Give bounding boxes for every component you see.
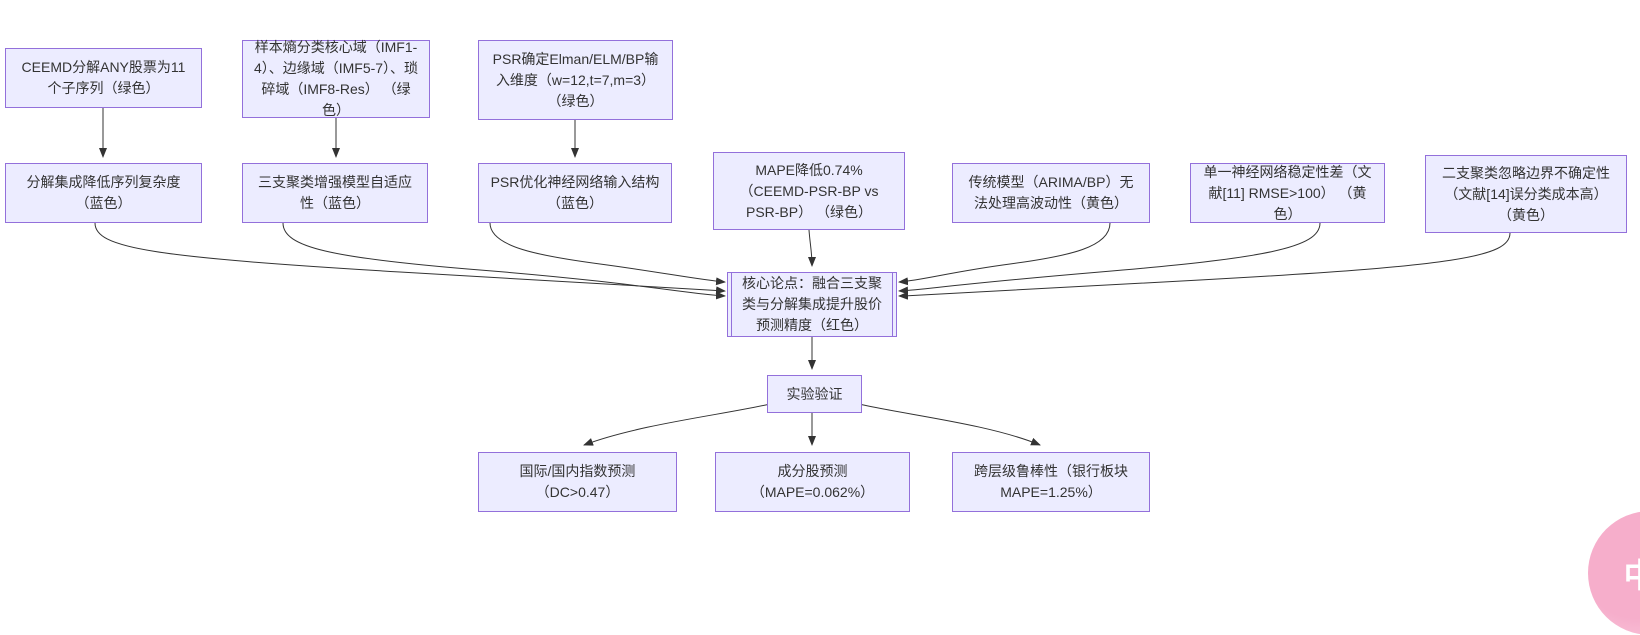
node-label: 国际/国内指数预测（DC>0.47） xyxy=(519,463,636,500)
node-single-nn-instability: 单一神经网络稳定性差（文献[11] RMSE>100） （黄色） xyxy=(1190,163,1385,223)
edge-b2-core xyxy=(282,222,726,300)
node-label: CEEMD分解ANY股票为11个子序列（绿色） xyxy=(21,59,186,96)
node-core-thesis: 核心论点：融合三支聚类与分解集成提升股价预测精度（红色） xyxy=(727,272,897,337)
node-label: 样本熵分类核心域（IMF1-4）、边缘域（IMF5-7）、琐碎域（IMF8-Re… xyxy=(253,39,419,118)
node-label: 分解集成降低序列复杂度（蓝色） xyxy=(26,174,181,211)
node-ceemd-decomposition: CEEMD分解ANY股票为11个子序列（绿色） xyxy=(5,48,202,108)
node-label: PSR优化神经网络输入结构（蓝色） xyxy=(490,174,660,211)
node-constituent-stock-prediction: 成分股预测（MAPE=0.062%） xyxy=(715,452,910,512)
node-experimental-validation: 实验验证 xyxy=(767,375,862,413)
node-psr-input-dimension: PSR确定Elman/ELM/BP输入维度（w=12,t=7,m=3） （绿色） xyxy=(478,40,673,120)
node-label: 核心论点：融合三支聚类与分解集成提升股价预测精度（红色） xyxy=(742,275,882,333)
node-label: 跨层级鲁棒性（银行板块MAPE=1.25%） xyxy=(974,463,1128,500)
edge-b3-core xyxy=(489,222,726,286)
node-traditional-model-limitation: 传统模型（ARIMA/BP）无法处理高波动性（黄色） xyxy=(952,163,1150,223)
edge-b5-core xyxy=(898,222,1111,286)
node-label: 传统模型（ARIMA/BP）无法处理高波动性（黄色） xyxy=(968,174,1134,211)
edge-b4-core xyxy=(807,229,816,267)
node-cross-level-robustness: 跨层级鲁棒性（银行板块MAPE=1.25%） xyxy=(952,452,1150,512)
node-label: 成分股预测（MAPE=0.062%） xyxy=(750,463,875,500)
node-label: PSR确定Elman/ELM/BP输入维度（w=12,t=7,m=3） （绿色） xyxy=(492,50,659,109)
node-decomposition-reduces-complexity: 分解集成降低序列复杂度（蓝色） xyxy=(5,163,202,223)
edge-layer xyxy=(94,108,1511,446)
edge-b1-core xyxy=(94,222,726,295)
node-label: 单一神经网络稳定性差（文献[11] RMSE>100） （黄色） xyxy=(1203,163,1372,222)
node-label: 二支聚类忽略边界不确定性（文献[14]误分类成本高）（黄色） xyxy=(1442,164,1610,223)
edge-verify-bot3 xyxy=(858,403,1041,446)
translate-icon: 中A xyxy=(1624,549,1640,597)
node-three-way-clustering-adaptivity: 三支聚类增强模型自适应性（蓝色） xyxy=(242,163,428,223)
node-index-prediction: 国际/国内指数预测（DC>0.47） xyxy=(478,452,677,512)
edge-verify-bot1 xyxy=(583,403,771,446)
node-label: 三支聚类增强模型自适应性（蓝色） xyxy=(258,174,412,211)
node-label: 实验验证 xyxy=(786,385,843,402)
node-two-way-clustering-limitation: 二支聚类忽略边界不确定性（文献[14]误分类成本高）（黄色） xyxy=(1425,155,1627,233)
node-sample-entropy-classification: 样本熵分类核心域（IMF1-4）、边缘域（IMF5-7）、琐碎域（IMF8-Re… xyxy=(242,39,430,118)
node-label: MAPE降低0.74%（CEEMD-PSR-BP vs PSR-BP） （绿色） xyxy=(739,161,879,220)
node-psr-optimizes-input: PSR优化神经网络输入结构（蓝色） xyxy=(478,163,672,223)
flowchart-canvas: CEEMD分解ANY股票为11个子序列（绿色） 样本熵分类核心域（IMF1-4）… xyxy=(5,39,1640,635)
node-mape-reduction: MAPE降低0.74%（CEEMD-PSR-BP vs PSR-BP） （绿色） xyxy=(713,152,905,230)
edge-b7-core xyxy=(898,232,1511,300)
edge-b6-core xyxy=(898,222,1321,295)
